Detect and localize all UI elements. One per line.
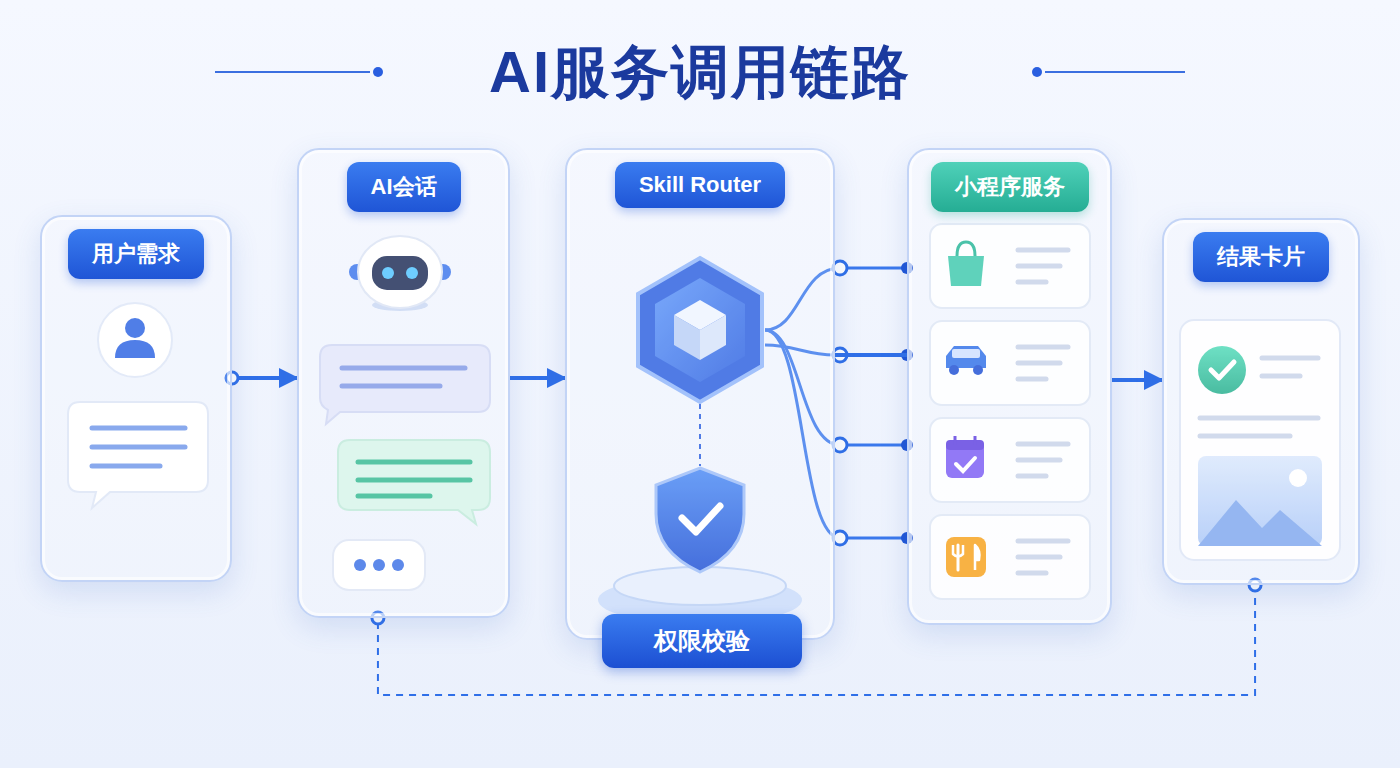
stage-panel: Skill Router权限校验: [565, 148, 835, 640]
node-label: 结果卡片: [1193, 232, 1329, 282]
node-label: 小程序服务: [931, 162, 1089, 212]
stage-panel: 结果卡片: [1162, 218, 1360, 585]
flow-connector: [835, 353, 907, 357]
stage-panel: 用户需求: [40, 215, 232, 582]
node-label: Skill Router: [615, 162, 785, 208]
node-label: 用户需求: [68, 229, 204, 279]
flow-connector: [232, 376, 297, 380]
node-label: AI会话: [347, 162, 461, 212]
stage-panel: AI会话: [297, 148, 510, 618]
check-badge: 权限校验: [602, 614, 802, 668]
title-box: AI服务调用链路: [0, 34, 1400, 112]
flow-connector: [510, 376, 565, 380]
stage-panel: 小程序服务: [907, 148, 1112, 625]
flow-connector: [1112, 378, 1162, 382]
node-label: 权限校验: [654, 625, 750, 657]
diagram-title: AI服务调用链路: [489, 39, 911, 104]
